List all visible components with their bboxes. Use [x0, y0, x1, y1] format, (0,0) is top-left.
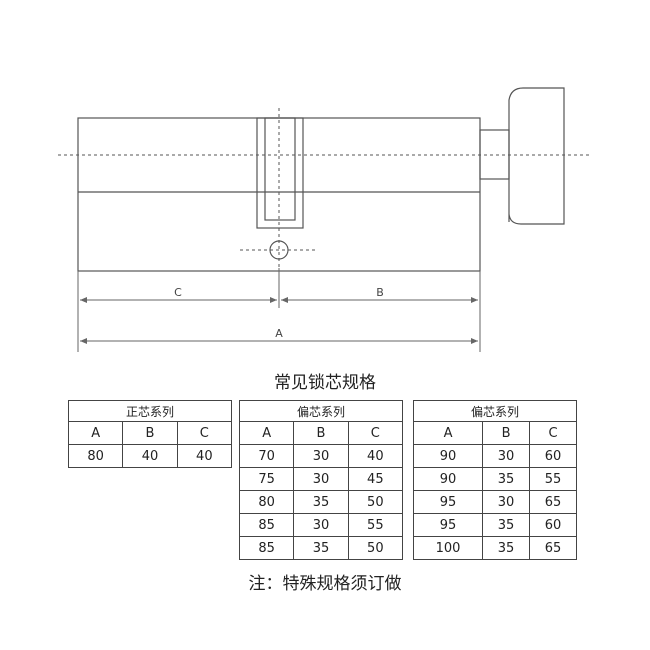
dimension-label-b: B: [376, 286, 384, 299]
column-header: C: [176, 421, 233, 445]
column-header: A: [412, 421, 484, 445]
table-row: 90 35 55: [412, 467, 577, 491]
thumb-turn-knob: [508, 87, 565, 225]
table-cell: 75: [238, 467, 295, 491]
table-cell: 70: [238, 444, 295, 468]
spec-table-offset-1: 偏芯系列 A B C 70 30 40 75 30 45 80 35 50 85…: [238, 400, 404, 560]
table-row: 95 30 65: [412, 490, 577, 514]
column-header: B: [122, 421, 178, 445]
table-cell: 35: [482, 513, 531, 537]
table-cell: 35: [293, 536, 349, 560]
table-cell: 100: [412, 536, 484, 560]
column-header: C: [347, 421, 404, 445]
table-row: 80 35 50: [238, 490, 404, 514]
dimension-label-c: C: [174, 286, 182, 299]
table-cell: 95: [412, 490, 484, 514]
dimension-a-arrow-left: [80, 338, 87, 344]
spec-table-standard: 正芯系列 A B C 80 40 40: [67, 400, 233, 468]
column-header: A: [238, 421, 295, 445]
table-cell: 40: [122, 444, 178, 468]
table-cell: 85: [238, 536, 295, 560]
table-cell: 40: [347, 444, 404, 468]
table-title: 偏芯系列: [413, 400, 577, 422]
table-row: 90 30 60: [412, 444, 577, 468]
dimension-c-arrow-right: [270, 297, 277, 303]
table-cell: 30: [293, 467, 349, 491]
column-header: B: [293, 421, 349, 445]
table-cell: 80: [67, 444, 124, 468]
spec-table-offset-2: 偏芯系列 A B C 90 30 60 90 35 55 95 30 65 95…: [412, 400, 577, 560]
table-cell: 65: [529, 536, 577, 560]
table-cell: 90: [412, 467, 484, 491]
column-header: A: [67, 421, 124, 445]
table-cell: 95: [412, 513, 484, 537]
table-row: 75 30 45: [238, 467, 404, 491]
table-title: 偏芯系列: [239, 400, 403, 422]
table-cell: 60: [529, 513, 577, 537]
dimension-label-a: A: [275, 327, 283, 340]
table-cell: 30: [482, 490, 531, 514]
table-cell: 85: [238, 513, 295, 537]
spec-heading: 常见锁芯规格: [274, 373, 376, 393]
table-cell: 30: [482, 444, 531, 468]
lock-cylinder-drawing: C B A: [58, 87, 592, 352]
cam-slot-inner: [264, 117, 296, 221]
dimension-c-arrow-left: [80, 297, 87, 303]
table-cell: 55: [347, 513, 404, 537]
table-cell: 50: [347, 536, 404, 560]
table-row: 85 30 55: [238, 513, 404, 537]
table-cell: 40: [176, 444, 233, 468]
table-cell: 30: [293, 513, 349, 537]
table-cell: 35: [482, 467, 531, 491]
table-cell: 35: [293, 490, 349, 514]
table-row: 80 40 40: [67, 444, 233, 468]
table-cell: 60: [529, 444, 577, 468]
table-cell: 30: [293, 444, 349, 468]
table-title: 正芯系列: [68, 400, 232, 422]
table-cell: 80: [238, 490, 295, 514]
table-row: 70 30 40: [238, 444, 404, 468]
table-cell: 90: [412, 444, 484, 468]
table-cell: 35: [482, 536, 531, 560]
dimension-b-arrow-left: [281, 297, 288, 303]
dimension-b-arrow-right: [471, 297, 478, 303]
table-row: 100 35 65: [412, 536, 577, 560]
column-header: B: [482, 421, 531, 445]
dimension-a-arrow-right: [471, 338, 478, 344]
table-cell: 65: [529, 490, 577, 514]
custom-order-note: 注：特殊规格须订做: [248, 574, 402, 594]
cam-slot-outer: [256, 117, 304, 229]
table-cell: 45: [347, 467, 404, 491]
table-row: 85 35 50: [238, 536, 404, 560]
table-row: 95 35 60: [412, 513, 577, 537]
table-cell: 50: [347, 490, 404, 514]
table-cell: 55: [529, 467, 577, 491]
column-header: C: [529, 421, 577, 445]
